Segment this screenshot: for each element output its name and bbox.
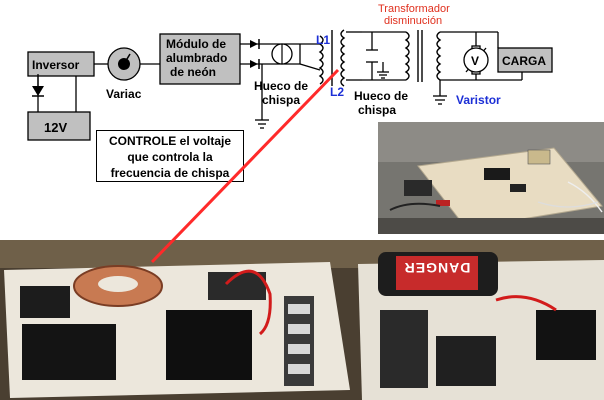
load-label: CARGA — [502, 54, 546, 68]
inverter-box — [27, 51, 95, 77]
neon-module-label-1: Módulo de — [166, 37, 226, 51]
callout-line-2: que controla la — [127, 150, 213, 164]
battery-label: 12V — [44, 120, 67, 135]
varistor-label: Varistor — [456, 93, 501, 107]
spark-gap-1-label-2: chispa — [262, 93, 300, 107]
voltmeter-label: V — [471, 54, 479, 68]
callout-line-1: CONTROLE el voltaje — [108, 134, 232, 148]
transformer-title-1: Transformador — [378, 3, 450, 15]
voltage-callout-box: CONTROLE el voltaje que controla la frec… — [96, 130, 244, 182]
diode-symbol — [32, 74, 44, 97]
spark-gap-1-label-1: Hueco de — [254, 79, 308, 93]
voltmeter-symbol — [463, 47, 489, 73]
rectifier-diodes — [250, 39, 260, 69]
inverter-label: Inversor — [32, 58, 80, 72]
neon-module-label-2: alumbrado — [166, 51, 227, 65]
neon-module-label-3: de neón — [170, 65, 216, 79]
load-box — [497, 47, 553, 73]
step-down-transformer-symbol — [404, 30, 442, 82]
variac-symbol — [107, 47, 141, 81]
spark-gap-2-label-2: chispa — [358, 103, 396, 117]
coil-l1-label: L1 — [316, 33, 330, 47]
large-apparatus-photo: DANGER — [0, 240, 604, 400]
variac-label: Variac — [106, 87, 142, 101]
callout-line-3: frecuencia de chispa — [110, 166, 230, 180]
battery-box — [27, 111, 91, 141]
transformer-title-2: disminución — [384, 15, 442, 27]
spark-gap-2-label-1: Hueco de — [354, 89, 408, 103]
coil-l2-label: L2 — [330, 85, 344, 99]
spark-gap-1-symbol — [271, 43, 293, 65]
small-apparatus-photo — [378, 122, 604, 234]
danger-label: DANGER — [403, 260, 471, 276]
